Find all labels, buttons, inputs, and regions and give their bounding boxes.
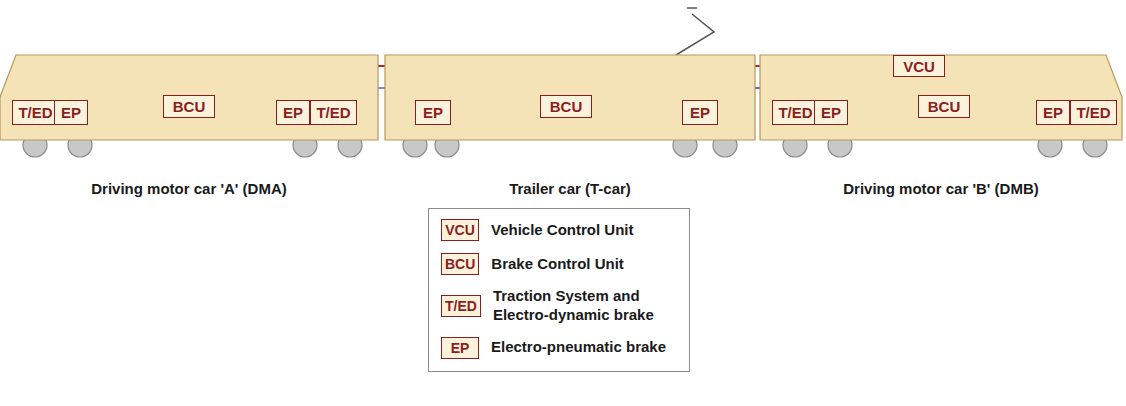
unit-code: EP — [58, 104, 84, 121]
legend-text: Electro-pneumatic brake — [491, 338, 676, 357]
unit-box: BCU — [540, 95, 592, 118]
rail-car: Trailer car (T-car)EPBCUEP — [385, 55, 755, 140]
unit-code: EP — [420, 104, 446, 121]
unit-box: VCU — [893, 55, 945, 77]
unit-box: T/ED — [12, 100, 59, 125]
legend-row: EP Electro-pneumatic brake — [441, 337, 679, 359]
unit-box: T/ED — [772, 100, 819, 125]
unit-box: BCU — [918, 95, 970, 118]
unit-code: EP — [687, 104, 713, 121]
legend-box: VCU Vehicle Control UnitBCU Brake Control … — [428, 208, 690, 372]
legend-text: Brake Control Unit — [491, 255, 676, 274]
legend-text: Vehicle Control Unit — [491, 221, 676, 240]
car-name: Trailer car (T-car) — [509, 180, 631, 197]
legend-sample: T/ED — [441, 295, 481, 317]
unit-box: EP — [415, 100, 451, 125]
legend-row: BCU Brake Control Unit — [441, 253, 679, 275]
unit-code: BCU — [925, 98, 964, 115]
unit-code: T/ED — [313, 104, 353, 121]
unit-box: BCU — [163, 95, 215, 118]
unit-code: T/ED — [775, 104, 815, 121]
car-name: Driving motor car 'B' (DMB) — [843, 180, 1038, 197]
car-name: Driving motor car 'A' (DMA) — [91, 180, 286, 197]
unit-box: T/ED — [1070, 100, 1117, 125]
rail-car: Driving motor car 'B' (DMB)VCUT/EDEPBCUE… — [760, 55, 1122, 140]
unit-code: BCU — [547, 98, 586, 115]
rail-car: Driving motor car 'A' (DMA)T/EDEPBCUEPT/… — [0, 55, 378, 140]
unit-box: EP — [54, 100, 88, 125]
unit-code: EP — [1040, 104, 1066, 121]
unit-code: EP — [280, 104, 306, 121]
unit-code: T/ED — [15, 104, 55, 121]
unit-box: EP — [682, 100, 718, 125]
unit-code: EP — [818, 104, 844, 121]
legend-sample: VCU — [441, 219, 479, 241]
unit-box: EP — [814, 100, 848, 125]
legend-text: Traction System and Electro-dynamic brak… — [493, 287, 678, 325]
legend-sample: BCU — [441, 253, 479, 275]
unit-box: EP — [276, 100, 310, 125]
legend-row: VCU Vehicle Control Unit — [441, 219, 679, 241]
unit-code: T/ED — [1073, 104, 1113, 121]
pantograph — [676, 8, 714, 55]
unit-code: VCU — [900, 58, 938, 75]
legend-sample: EP — [441, 337, 479, 359]
unit-box: EP — [1036, 100, 1070, 125]
unit-box: T/ED — [310, 100, 357, 125]
unit-code: BCU — [170, 98, 209, 115]
legend-row: T/ED Traction System and Electro-dynamic … — [441, 287, 679, 325]
